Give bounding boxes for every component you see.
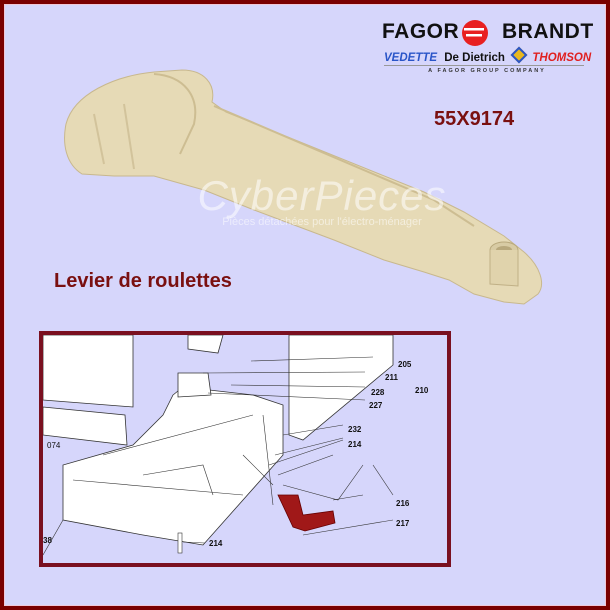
highlighted-lever — [277, 494, 336, 532]
exploded-diagram: 205 211 228 210 227 232 214 216 217 214 … — [39, 331, 451, 567]
divider — [384, 65, 584, 66]
lever-part-image — [64, 69, 542, 305]
brand-de-dietrich: De Dietrich — [444, 52, 505, 64]
callout-214-bottom: 214 — [209, 539, 223, 548]
callout-232: 232 — [348, 425, 362, 434]
callout-38: 38 — [43, 536, 52, 545]
callout-214-top: 214 — [348, 440, 362, 449]
watermark-brand: CyberPieces — [197, 172, 447, 219]
callout-227: 227 — [369, 401, 383, 410]
brand-thomson: THOMSON — [532, 52, 592, 64]
watermark: CyberPieces Pièces détachées pour l'élec… — [192, 172, 452, 228]
callout-210: 210 — [415, 386, 429, 395]
logo-fagor: FAGOR — [382, 20, 460, 43]
sub-brands: VEDETTE De Dietrich THOMSON — [384, 46, 592, 64]
callout-205: 205 — [398, 360, 412, 369]
brand-vedette: VEDETTE — [384, 52, 438, 64]
logo-tagline: A FAGOR GROUP COMPANY — [428, 68, 546, 74]
callout-228: 228 — [371, 388, 385, 397]
callout-074: 074 — [47, 441, 61, 450]
product-name: Levier de roulettes — [54, 270, 232, 292]
callout-217: 217 — [396, 519, 410, 528]
product-reference: 55X9174 — [434, 108, 515, 130]
watermark-tagline: Pièces détachées pour l'électro-ménager — [222, 216, 422, 228]
diagram-drawing — [43, 335, 394, 556]
callout-211: 211 — [385, 373, 398, 382]
fagor-brandt-logo-icon — [462, 20, 488, 46]
callout-216: 216 — [396, 499, 410, 508]
logo-brandt: BRANDT — [502, 20, 594, 43]
brand-logo: FAGOR BRANDT VEDETTE De Dietrich THOMSON… — [376, 18, 598, 78]
